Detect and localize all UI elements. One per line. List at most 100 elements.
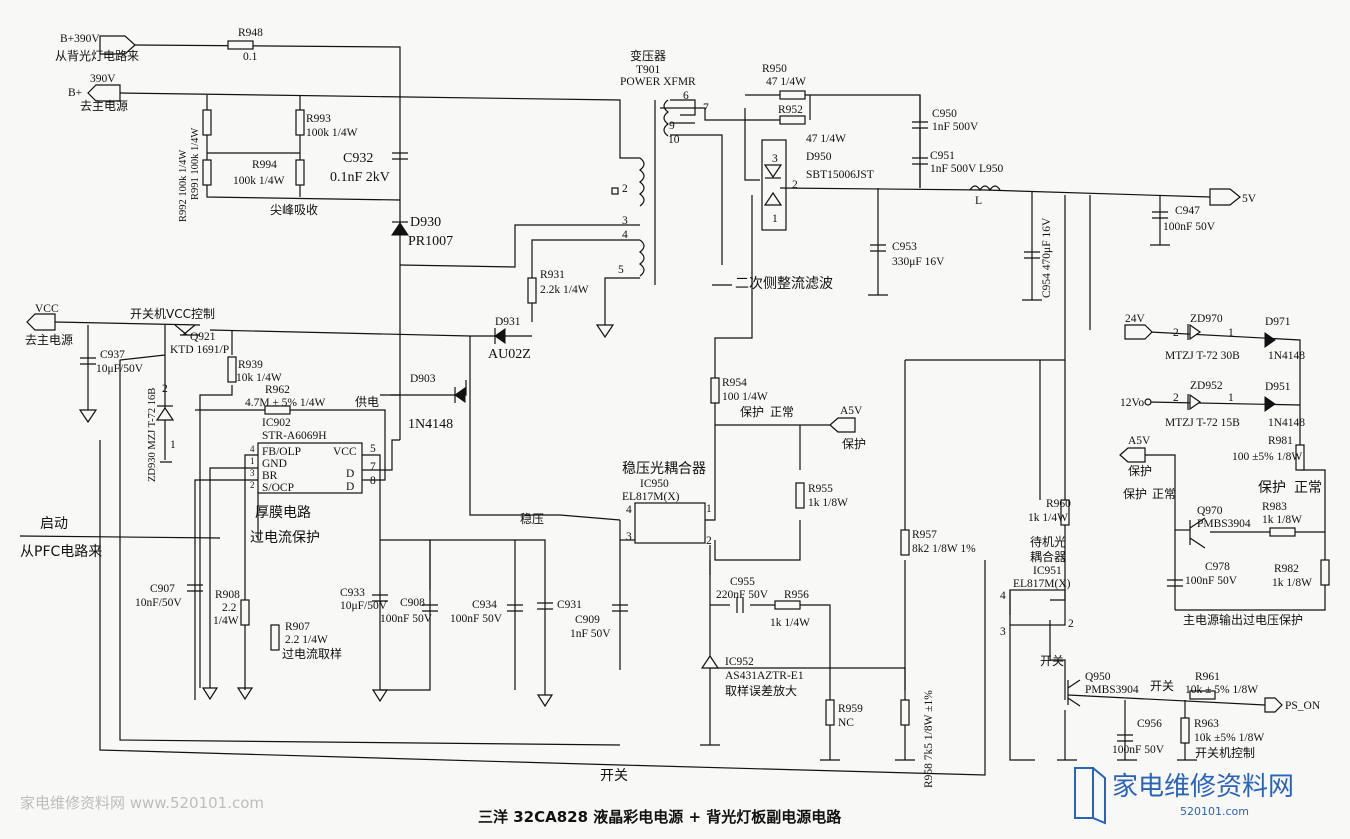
pin-label: 4 — [626, 504, 632, 516]
pin-label: 3 — [250, 468, 255, 478]
vcc-connector — [26, 313, 56, 331]
label-r994-value: 100k 1/4W — [233, 175, 285, 187]
label-c978-value: 100nF 50V — [1185, 575, 1238, 587]
pin-d: D — [346, 468, 354, 480]
resistor-r993 — [295, 109, 305, 136]
pin-label: 2 — [1068, 618, 1074, 630]
label-t901: T901 — [636, 64, 661, 76]
label-c907: C907 — [150, 583, 175, 595]
watermark-text: 家电维修资料网 www.520101.com — [20, 794, 264, 812]
12v-terminal — [1144, 398, 1152, 406]
label-transformer: 变压器 — [630, 48, 666, 63]
label-d951-value: 1N4148 — [1268, 417, 1305, 429]
resistor-r963 — [1180, 717, 1190, 744]
label-c955: C955 — [730, 576, 755, 588]
label-r961-value: 10k ± 5% 1/8W — [1185, 684, 1258, 696]
label-r954-value: 100 1/4W — [722, 391, 768, 403]
label-c908: C908 — [400, 597, 425, 609]
label-protect: 保护 — [842, 437, 866, 451]
resistor-r981 — [1295, 444, 1305, 471]
resistor-r948 — [227, 40, 254, 50]
label-12v: 12Vo — [1120, 397, 1144, 409]
label-c934-value: 100nF 50V — [450, 613, 503, 625]
capacitors — [80, 95, 1183, 742]
label-c951-value: 1nF 500V L950 — [930, 163, 1004, 175]
label-normal: 正常 — [1152, 487, 1176, 501]
resistor-r992 — [202, 159, 212, 186]
label-q950-value: PMBS3904 — [1085, 684, 1139, 696]
label-c932: C932 — [343, 151, 373, 166]
label-r960: R960 — [1046, 498, 1071, 510]
label-r956: R956 — [784, 589, 809, 601]
label-r939-value: 10k 1/4W — [236, 372, 282, 384]
label-r960-value: 1k 1/4W — [1028, 512, 1068, 524]
label-ic951-value: EL817M(X) — [1013, 578, 1071, 590]
label-d950: D950 — [806, 151, 832, 163]
pin-label: 7 — [703, 102, 709, 114]
label-r959: R959 — [838, 703, 863, 715]
label-r955-value: 1k 1/8W — [808, 497, 848, 509]
label-protect: 保护 — [1258, 480, 1286, 496]
label-q970-value: PMBS3904 — [1197, 518, 1251, 530]
label-spike-absorb: 尖峰吸收 — [270, 203, 318, 217]
label-a5v: A5V — [840, 405, 863, 417]
pin-label: 2 — [706, 535, 712, 547]
label-start: 启动 — [40, 516, 68, 532]
label-c937: C937 — [100, 349, 125, 361]
label-d903: D903 — [410, 373, 436, 385]
label-inductor: L — [975, 195, 982, 207]
pin-label: 1 — [1228, 327, 1234, 339]
label-r963-value: 10k ±5% 1/8W — [1194, 732, 1264, 744]
label-c937-value: 10μF/50V — [96, 363, 144, 375]
pin-label: 4 — [1000, 590, 1006, 602]
pin-label: 3 — [622, 215, 628, 227]
bplus-connector — [87, 84, 121, 102]
label-c909: C909 — [575, 614, 600, 626]
label-vcc: VCC — [35, 303, 59, 315]
transistors — [174, 324, 1206, 707]
pin-label: 2 — [162, 383, 168, 395]
a5v-connector-2 — [1119, 447, 1146, 463]
label-vcc-control: 开关机VCC控制 — [130, 307, 215, 321]
logo-text: 家电维修资料网 — [1112, 772, 1294, 802]
label-r961: R961 — [1195, 671, 1220, 683]
inductor-l950 — [969, 185, 1001, 192]
book-icon — [1074, 767, 1106, 825]
label-protect: 保护 — [1123, 487, 1147, 501]
label-r992: R992 100k 1/4W — [178, 150, 189, 222]
diagram-title: 三洋 32CA828 液晶彩电电源 + 背光灯板副电源电路 — [478, 808, 842, 826]
label-ps-on: PS_ON — [1285, 700, 1321, 712]
pin-label: 1 — [1228, 392, 1234, 404]
label-ic950-value: EL817M(X) — [622, 491, 680, 503]
label-c955-value: 220nF 50V — [716, 589, 769, 601]
label-error-amp: 取样误差放大 — [725, 683, 797, 698]
label-d950-value: SBT15006JST — [806, 169, 874, 181]
label-r931: R931 — [540, 269, 565, 281]
pin-label: 8 — [370, 475, 376, 487]
label-r982: R982 — [1274, 563, 1299, 575]
b390-connector — [99, 35, 136, 55]
ic951-optocoupler — [1009, 589, 1066, 626]
pin-label: 3 — [626, 531, 632, 543]
label-r954: R954 — [722, 377, 747, 389]
pin-label: 3 — [772, 153, 778, 165]
resistor-r950 — [779, 90, 806, 100]
label-c908-value: 100nF 50V — [380, 613, 433, 625]
label-to-main-power-2: 去主电源 — [25, 333, 73, 347]
a5v-connector — [829, 417, 856, 433]
resistor-r908 — [240, 599, 250, 626]
label-ic951: IC951 — [1033, 565, 1062, 577]
labels: B+390V 从背光灯电路来 R948 0.1 390V B+ 去主电源 R99… — [20, 27, 1322, 826]
resistor-r983 — [1269, 527, 1296, 537]
label-r963: R963 — [1194, 718, 1219, 730]
ic950-optocoupler — [634, 502, 706, 544]
label-ocp-sampling: 过电流取样 — [282, 646, 342, 661]
label-d903-value: 1N4148 — [408, 417, 453, 432]
pin-label: 9 — [669, 120, 675, 132]
label-q921: Q921 — [190, 331, 216, 343]
label-d971-value: 1N4148 — [1268, 350, 1305, 362]
label-r950: R950 — [762, 63, 787, 75]
resistor-r952 — [779, 115, 806, 125]
label-c934: C934 — [472, 599, 497, 611]
